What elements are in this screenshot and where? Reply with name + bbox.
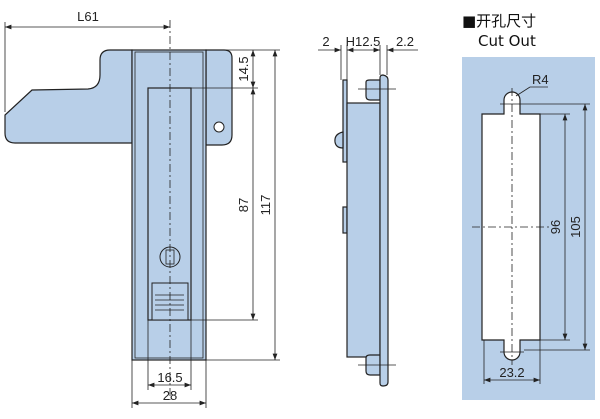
dim-depth: H12.5: [346, 34, 381, 49]
cutout-shape: [481, 91, 541, 361]
dim-inner-height: 87: [236, 198, 251, 212]
dim-radius: R4: [532, 72, 549, 87]
handle-ear: [205, 49, 233, 146]
dim-total-width: 28: [163, 388, 177, 403]
dim-inner-height: 96: [548, 220, 563, 234]
dim-top: 14.5: [236, 56, 251, 81]
front-view: L61 14.5 87 117 16.5 28: [4, 9, 280, 408]
mount-hole: [213, 121, 225, 133]
dim-width: 23.2: [499, 365, 524, 380]
push-button: [151, 282, 189, 321]
side-view: 2 H12.5 2.2: [318, 34, 418, 387]
cutout-title-cn: ■开孔尺寸: [462, 12, 536, 30]
dim-right: 2.2: [396, 34, 414, 49]
cutout-view: ■开孔尺寸 Cut Out R4 96 105 23.2: [462, 12, 595, 400]
dim-total-height: 117: [258, 195, 273, 216]
handle-flap: [4, 49, 133, 144]
dim-inner-width: 16.5: [157, 370, 182, 385]
cutout-title-en: Cut Out: [478, 32, 536, 50]
dim-total-height: 105: [568, 216, 583, 238]
dim-length: L61: [77, 9, 99, 24]
dim-left: 2: [322, 34, 329, 49]
